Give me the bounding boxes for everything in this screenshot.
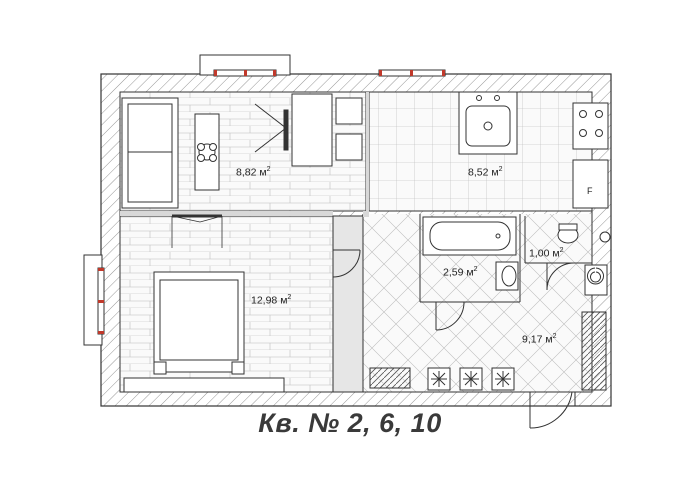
stove (572, 102, 609, 150)
hallway-area: 9,17 м2 (522, 333, 557, 346)
ceiling-fans (427, 367, 515, 391)
bathroom-sink (495, 261, 519, 291)
toilet-bowl (557, 223, 579, 244)
bathroom-door (435, 301, 465, 331)
boiler (584, 264, 608, 296)
bedroom-area: 12,98 м2 (251, 294, 292, 307)
wardrobe (291, 93, 363, 167)
toilet-area: 1,00 м2 (529, 247, 564, 260)
wardrobe-bedroom (171, 214, 223, 248)
toilet-door (546, 262, 575, 291)
fridge-label: F (587, 186, 593, 196)
bathtub (422, 216, 517, 256)
living-room-area: 8,82 м2 (236, 166, 271, 179)
bedroom-desk (123, 377, 285, 393)
tv-stand (254, 103, 289, 153)
coffee-table (194, 113, 220, 191)
kitchen-area: 8,52 м2 (468, 166, 503, 179)
bed (153, 271, 245, 375)
apartment-caption: Кв. № 2, 6, 10 (258, 408, 442, 438)
sink-cabinet (458, 91, 518, 155)
toilet-sink (599, 231, 611, 243)
radiator (369, 367, 411, 389)
sofa (121, 97, 179, 209)
fridge (572, 159, 609, 209)
entrance-door (529, 391, 576, 429)
bedroom-door (332, 249, 361, 278)
bathroom-area: 2,59 м2 (443, 266, 478, 279)
shoe-rack (581, 311, 607, 391)
